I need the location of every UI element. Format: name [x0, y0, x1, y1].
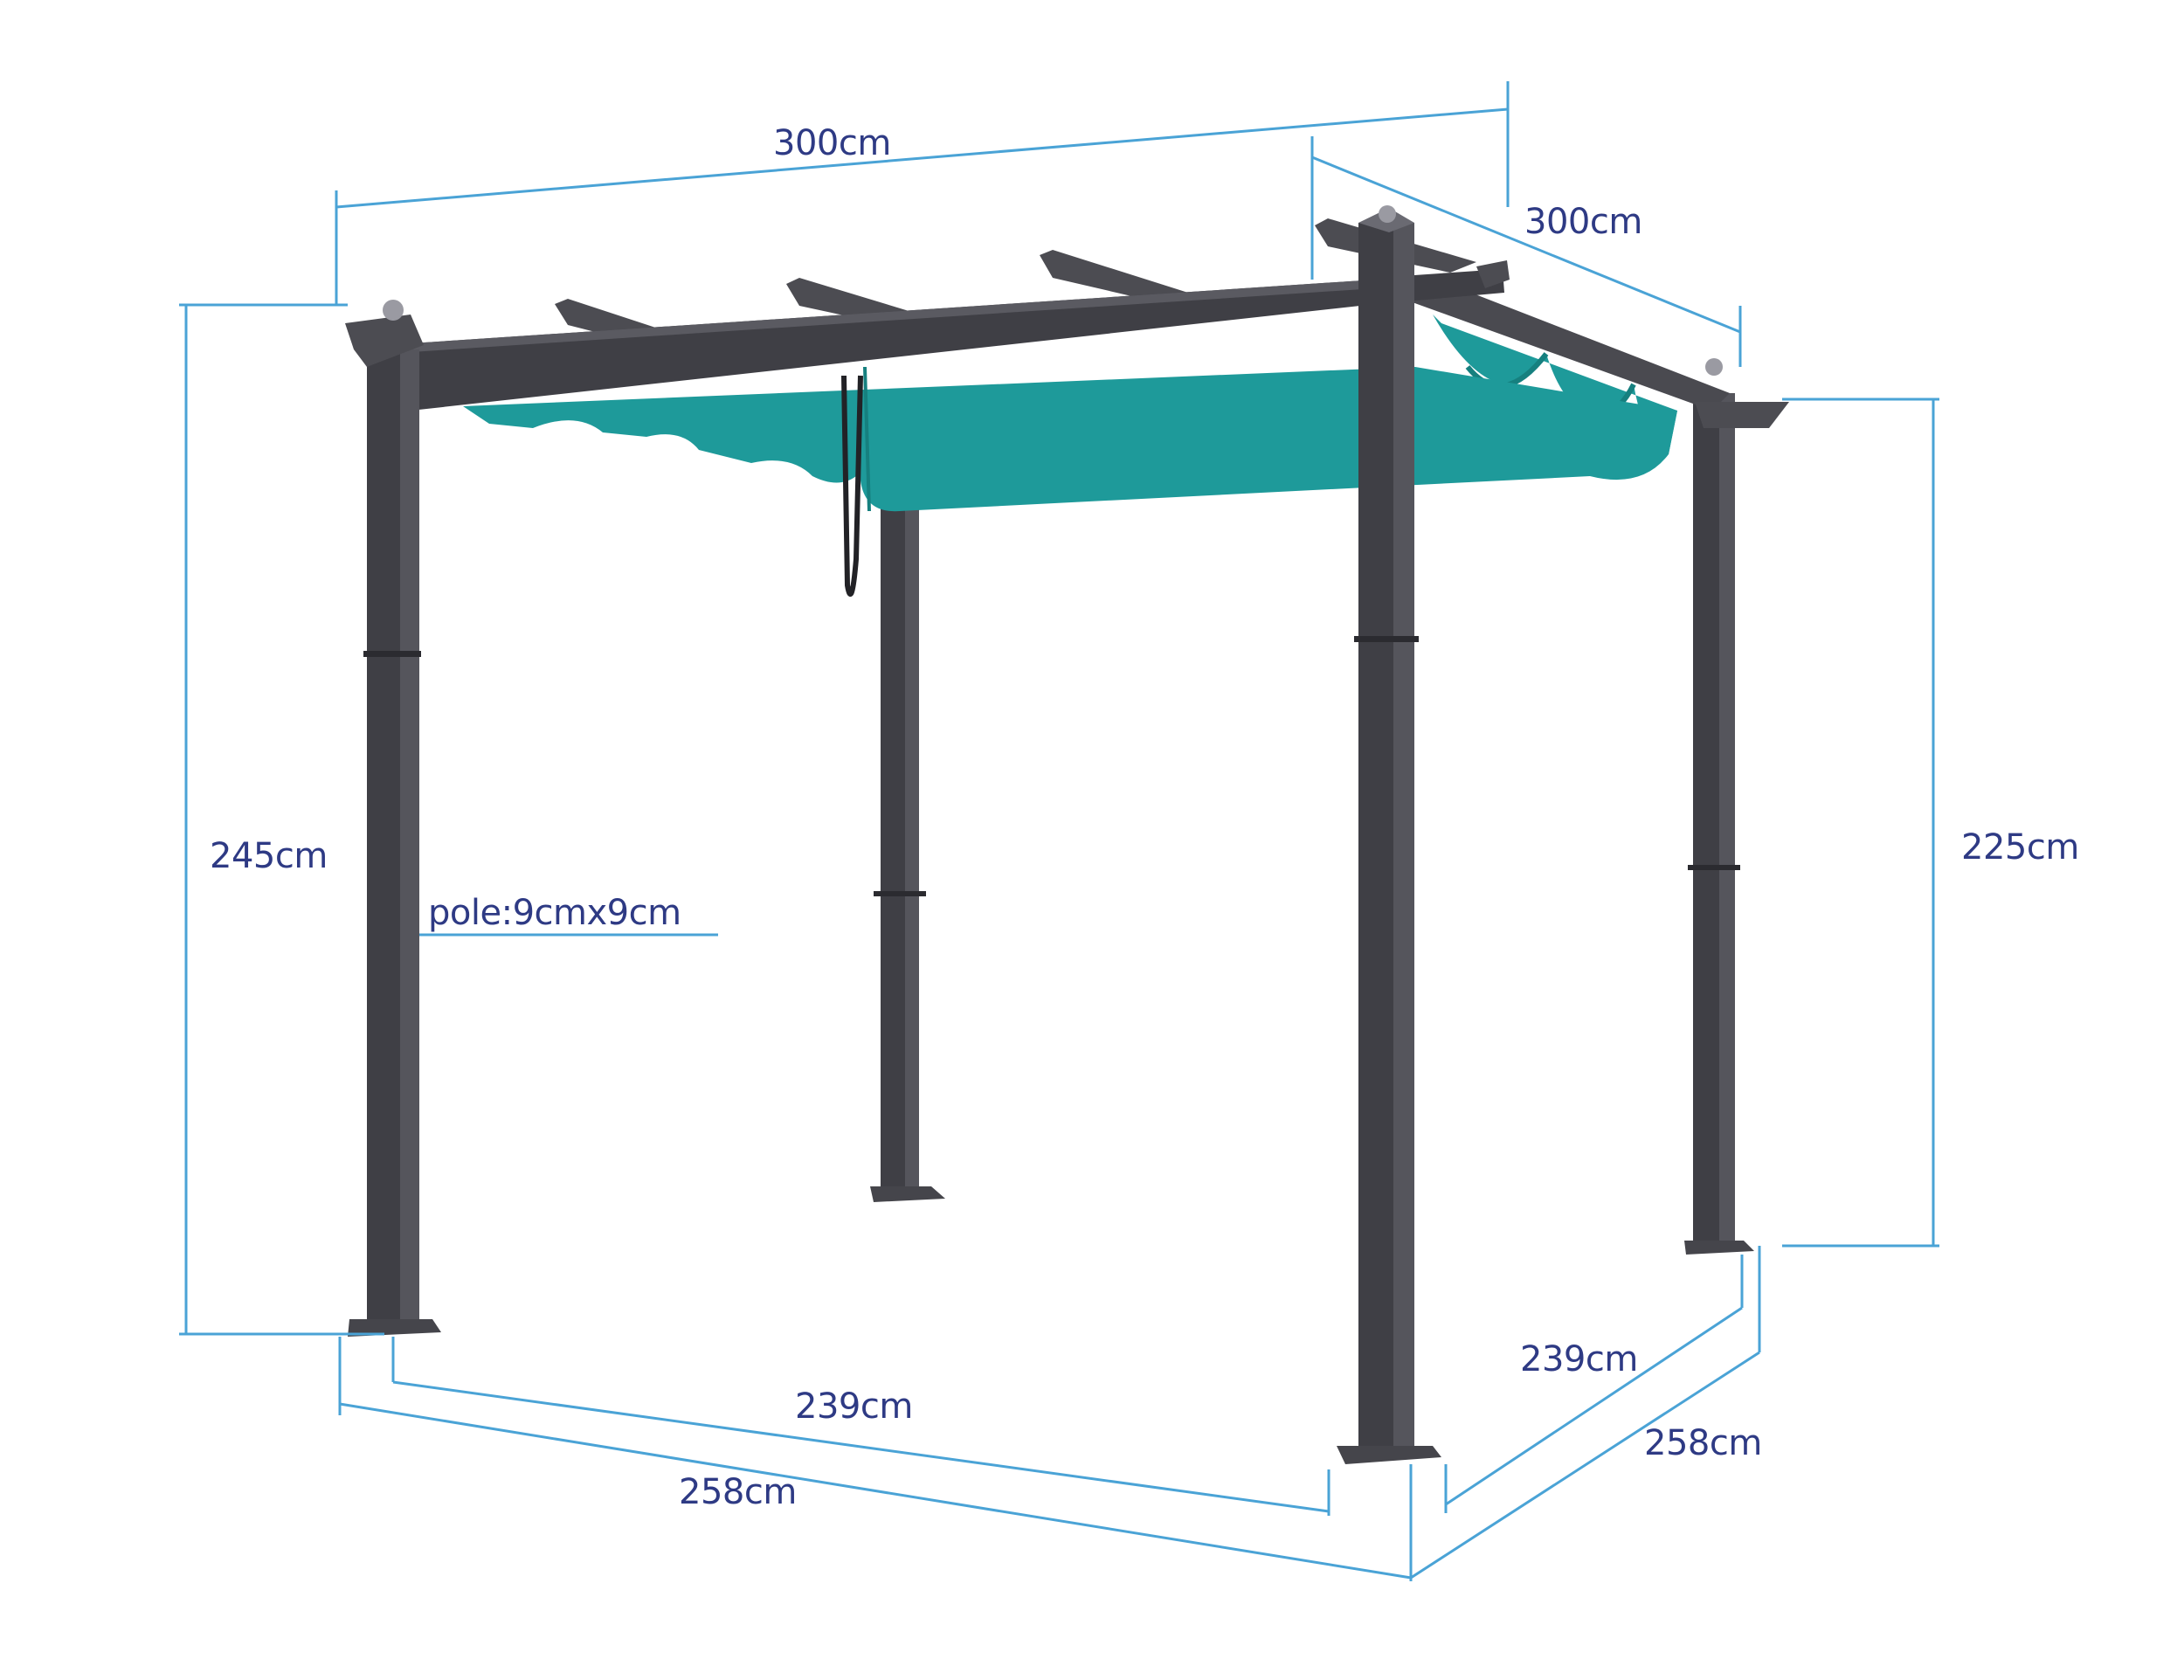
side-inner-depth-label: 239cm [1520, 1339, 1638, 1379]
front-inner-width-label: 239cm [795, 1386, 913, 1427]
top-depth-label: 300cm [1524, 202, 1642, 242]
top-width-label: 300cm [773, 123, 891, 163]
pole-front-right [1337, 205, 1441, 1464]
pole-back-left [870, 507, 945, 1202]
front-beam [384, 280, 1376, 411]
pole-size-label: pole:9cmx9cm [428, 893, 681, 933]
pergola-structure [345, 205, 1789, 1464]
right-height-label: 225cm [1961, 827, 2079, 868]
left-height-label: 245cm [210, 836, 328, 876]
pole-back-right [1684, 358, 1754, 1255]
canopy-front [463, 367, 1677, 512]
side-outer-depth-label: 258cm [1644, 1423, 1762, 1463]
dimension-lines [179, 81, 1939, 1581]
side-beam-right [1398, 278, 1730, 411]
front-outer-width-label: 258cm [679, 1472, 797, 1512]
canopy-side-folds [1433, 315, 1677, 454]
pole-front-left [345, 300, 441, 1337]
canopy-pull-strap [841, 375, 863, 597]
